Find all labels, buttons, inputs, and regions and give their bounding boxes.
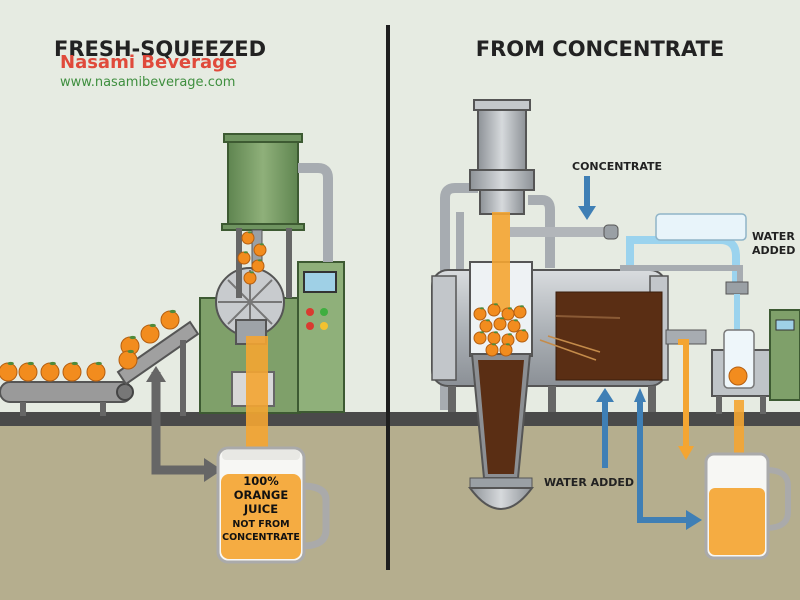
- orange: [140, 324, 160, 344]
- juicer-machine: [199, 261, 345, 414]
- right-panel-title: FROM CONCENTRATE: [476, 37, 725, 61]
- jar-label-line-4: NOT FROM: [232, 519, 289, 530]
- orange-leaf: [499, 317, 504, 320]
- juice-flow-arrow: [678, 339, 694, 460]
- orange-leaf: [513, 319, 518, 322]
- jar-label-line-1: 100%: [243, 474, 279, 488]
- orange: [237, 251, 251, 265]
- orange-leaf: [493, 303, 498, 306]
- orange: [515, 329, 529, 343]
- juice-glass-right: [704, 400, 791, 560]
- jar-label-line-3: JUICE: [243, 502, 278, 516]
- orange: [118, 350, 138, 370]
- orange: [251, 259, 265, 273]
- orange-leaf: [149, 323, 156, 328]
- orange: [253, 243, 267, 257]
- orange-leaf: [71, 361, 78, 366]
- left-panel-title: FRESH-SQUEEZED: [54, 37, 266, 61]
- orange: [18, 362, 38, 382]
- panel-divider: [386, 25, 390, 570]
- water-pipe-top: [620, 213, 749, 295]
- orange-group: [0, 309, 180, 382]
- concentrate-label: CONCENTRATE: [572, 160, 662, 173]
- orange: [0, 362, 18, 382]
- orange: [507, 319, 521, 333]
- juice-stream-left: [246, 336, 268, 456]
- orange-leaf: [493, 331, 498, 334]
- orange: [487, 331, 501, 345]
- orange: [473, 331, 487, 345]
- juice-stream-right: [734, 400, 744, 490]
- flow-arrow-left: [146, 366, 222, 482]
- floor-line: [0, 412, 800, 426]
- orange: [86, 362, 106, 382]
- mixing-station: [711, 309, 800, 414]
- jar-label-line-5: CONCENTRATE: [222, 532, 300, 543]
- orange-leaf: [485, 319, 490, 322]
- water-added-label-top-2: ADDED: [752, 244, 795, 257]
- orange-leaf: [49, 361, 56, 366]
- incline-conveyor: [116, 320, 200, 416]
- orange-leaf: [7, 361, 14, 366]
- orange-leaf: [479, 307, 484, 310]
- orange-mixing: [728, 366, 748, 386]
- orange-leaf: [479, 331, 484, 334]
- orange-leaf: [95, 361, 102, 366]
- juice-stream-column: [492, 212, 510, 312]
- feed-column: [469, 99, 535, 215]
- orange: [160, 310, 180, 330]
- orange-leaf: [127, 349, 134, 354]
- concentrate-arrow: [578, 176, 596, 220]
- water-arrows-bottom: [596, 388, 702, 530]
- orange-leaf: [169, 309, 176, 314]
- orange-leaf: [257, 259, 262, 262]
- watermark-brand: Nasami Beverage: [60, 52, 237, 73]
- orange: [513, 305, 527, 319]
- orange-leaf: [505, 343, 510, 346]
- orange: [62, 362, 82, 382]
- orange-leaf: [249, 271, 254, 274]
- ground: [0, 425, 800, 600]
- orange: [243, 271, 257, 285]
- jar-label-line-2: ORANGE: [234, 488, 289, 502]
- orange-leaf: [507, 333, 512, 336]
- juice-jar: [216, 446, 330, 564]
- column-oranges: [473, 303, 529, 357]
- orange-leaf: [491, 343, 496, 346]
- orange: [40, 362, 60, 382]
- orange: [499, 343, 513, 357]
- orange-leaf: [521, 329, 526, 332]
- evaporator-pipes: [440, 183, 619, 410]
- watermark-url: www.nasamibeverage.com: [60, 75, 235, 90]
- orange: [473, 307, 487, 321]
- orange: [487, 303, 501, 317]
- jar-label: 100% ORANGE JUICE NOT FROM CONCENTRATE: [222, 474, 300, 543]
- orange: [479, 319, 493, 333]
- orange: [485, 343, 499, 357]
- orange-leaf: [247, 231, 252, 234]
- orange-leaf: [27, 361, 34, 366]
- orange-leaf: [129, 335, 136, 340]
- water-added-label-bottom: WATER ADDED: [544, 476, 634, 489]
- water-stream-top: [734, 294, 740, 354]
- orange: [493, 317, 507, 331]
- orange: [241, 231, 255, 245]
- orange-leaf: [259, 243, 264, 246]
- orange-leaf: [519, 305, 524, 308]
- orange-leaf: [243, 251, 248, 254]
- conveyor-belt: [0, 381, 134, 416]
- orange-leaf: [507, 307, 512, 310]
- falling-oranges: [237, 231, 267, 285]
- water-added-label-top-1: WATER: [752, 230, 795, 243]
